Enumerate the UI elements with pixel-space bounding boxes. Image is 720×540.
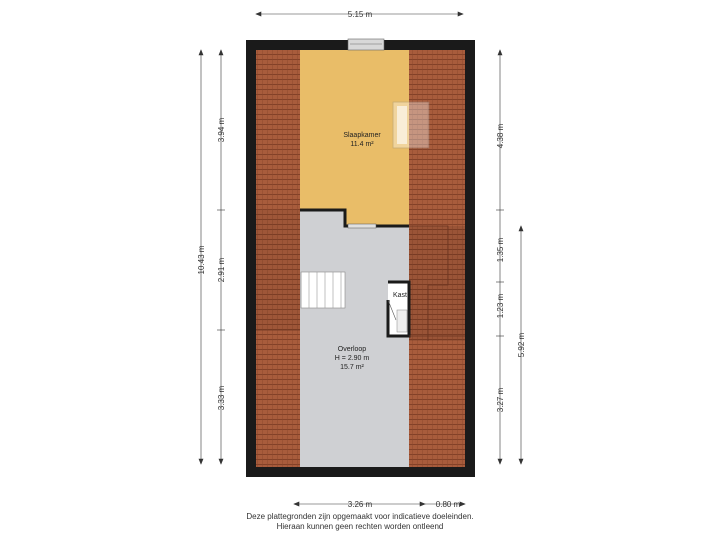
- dim-right-c: 3.27 m: [496, 387, 505, 412]
- top-window: [347, 38, 385, 51]
- skylight-inner: [397, 106, 407, 144]
- dim-right-a: 1.35 m: [496, 237, 505, 262]
- staircase: [300, 271, 346, 309]
- dim-top-width: 5.15 m: [348, 10, 373, 19]
- bedroom-name: Slaapkamer: [343, 132, 381, 139]
- closet-door-leaf: [387, 299, 397, 321]
- bedroom-area: 11.4 m²: [350, 141, 374, 148]
- dim-left-top: 3.94 m: [217, 117, 226, 142]
- bedroom-wall: [300, 208, 409, 228]
- dim-bottom-main: 3.26 m: [348, 500, 373, 509]
- bedroom-floor: [300, 50, 409, 226]
- closet-name: Kast: [393, 292, 407, 299]
- landing-name: Overloop: [338, 346, 367, 353]
- roof-slope-left-shade: [256, 210, 300, 330]
- dim-right-b: 1.23 m: [496, 293, 505, 318]
- dim-bottom-small: 0.80 m: [436, 500, 461, 509]
- disclaimer-line-2: Hieraan kunnen geen rechten worden ontle…: [276, 522, 444, 531]
- roof-slope-right: [409, 50, 465, 467]
- closet-shelf: [396, 309, 408, 333]
- landing-height: H = 2.90 m: [335, 355, 370, 362]
- dim-left-total: 10.43 m: [197, 245, 206, 274]
- landing-area: 15.7 m²: [340, 364, 364, 371]
- knee-wall-lines: [409, 225, 449, 341]
- disclaimer-line-1: Deze plattegronden zijn opgemaakt voor i…: [246, 512, 474, 521]
- dim-left-mid: 2.91 m: [217, 257, 226, 282]
- roof-slope-right-shade: [409, 226, 465, 341]
- dim-right-top: 4.38 m: [496, 123, 505, 148]
- dim-right-outer: 5.92 m: [517, 332, 526, 357]
- roof-slope-left: [256, 50, 300, 467]
- bedroom-door: [347, 223, 377, 229]
- dim-left-bottom: 3.33 m: [217, 385, 226, 410]
